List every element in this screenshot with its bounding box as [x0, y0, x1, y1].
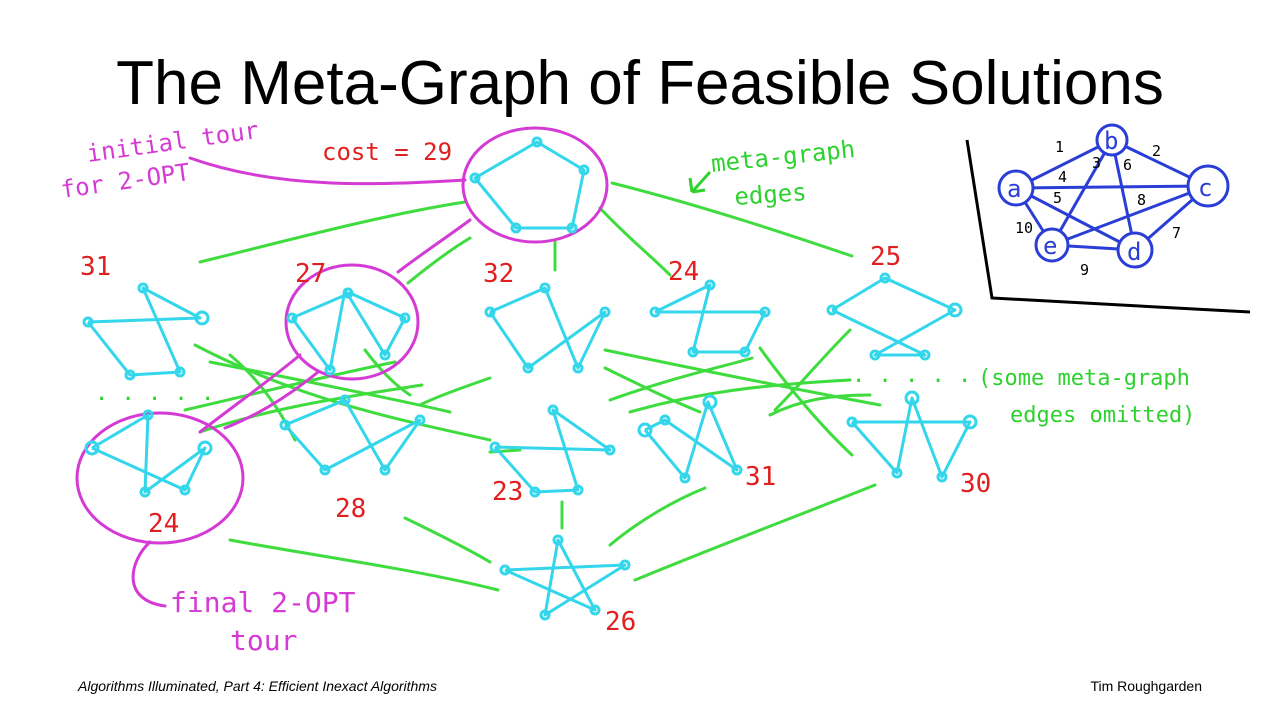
meta-edge: [768, 393, 872, 417]
path-link: [198, 353, 302, 434]
tours: [82, 136, 978, 621]
meta-graph-edges: [183, 181, 882, 592]
vertex-e: [1034, 227, 1070, 263]
tour-cost-label: 25: [870, 242, 901, 272]
vertex-label: d: [1127, 238, 1141, 266]
edge-weight: 3: [1092, 154, 1101, 172]
meta-edge: [608, 356, 754, 402]
edge-weight: 10: [1015, 219, 1033, 237]
vertex-b: [1095, 123, 1129, 157]
path-link: [223, 370, 320, 430]
inset-labels: a b c d e 1 2 3 4 5 6 7 8 9 10: [1007, 127, 1212, 279]
final-tour-pointer: [131, 540, 167, 608]
meta-edge: [633, 483, 877, 582]
vertex-a: [997, 169, 1035, 207]
meta-edge: [363, 348, 412, 397]
meta-edge: [608, 486, 707, 547]
footer-author: Tim Roughgarden: [1090, 678, 1202, 694]
tour-cost-label: 28: [335, 494, 366, 524]
meta-edge: [628, 378, 852, 414]
cost-label: cost = 29: [322, 138, 452, 166]
initial-tour-line2: for 2-OPT: [59, 158, 192, 204]
meta-edge: [403, 516, 492, 564]
vertex-label: a: [1007, 175, 1021, 203]
highlight-initial-tour: [461, 126, 609, 244]
meta-edge: [198, 383, 424, 434]
path-link: [396, 218, 472, 274]
tour-cost-label: 23: [492, 477, 523, 507]
meta-edge: [198, 200, 467, 264]
tour-31: [82, 282, 210, 381]
tour-24-top: [649, 279, 771, 358]
tour-initial: [469, 136, 590, 234]
slide-title: The Meta-Graph of Feasible Solutions: [116, 49, 1164, 118]
meta-edge: [773, 328, 852, 412]
meta-edge: [598, 206, 672, 277]
meta-edge: [228, 538, 500, 592]
meta-edge: [603, 348, 882, 407]
edge-weight: 1: [1055, 138, 1064, 156]
final-dots: . . . . .: [95, 381, 214, 406]
tour-26: [499, 534, 631, 621]
meta-edge: [610, 181, 854, 258]
tour-cost-label: 27: [295, 259, 326, 289]
search-path: [75, 126, 609, 608]
tour-cost-label: 31: [745, 462, 776, 492]
edge-weight: 7: [1172, 224, 1181, 242]
tour-31-mid: [637, 394, 743, 484]
edge-weight: 2: [1152, 142, 1161, 160]
final-tour-line2: tour: [230, 624, 297, 657]
vertex-label: b: [1104, 127, 1118, 155]
tour-cost-label: 24: [148, 509, 179, 539]
tour-costs: cost = 29 31 27 32 24 25 24 28 23 31 30 …: [80, 138, 991, 637]
vertex-label: c: [1198, 174, 1212, 202]
meta-edge: [603, 366, 702, 414]
edge-weight: 5: [1053, 189, 1062, 207]
inset-graph: [965, 123, 1251, 314]
meta-edge: [758, 346, 854, 457]
tour-cost-label: 24: [668, 257, 699, 287]
meta-edge: [183, 360, 397, 412]
tour-27: [286, 287, 411, 376]
meta-edges-line2: edges: [733, 178, 807, 211]
omitted-line1: (some meta-graph: [978, 366, 1190, 391]
tour-24-final: [84, 409, 213, 498]
tour-25: [826, 272, 963, 361]
tour-28: [279, 394, 426, 476]
tour-30: [846, 390, 978, 483]
initial-tour-pointer: [188, 156, 467, 186]
tour-cost-label: 26: [605, 607, 636, 637]
green-annotations: meta-graph edges (some meta-graph edges …: [95, 135, 1195, 428]
omitted-dots: . . . . .: [852, 363, 971, 388]
vertex-c: [1186, 164, 1230, 208]
final-tour-line1: final 2-OPT: [170, 586, 356, 619]
meta-edge: [418, 376, 492, 407]
edge-weight: 4: [1058, 168, 1067, 186]
edge-weight: 8: [1137, 191, 1146, 209]
inset-axes: [965, 139, 1251, 314]
footer-book-title: Algorithms Illuminated, Part 4: Efficien…: [78, 678, 437, 694]
tour-cost-label: 30: [960, 469, 991, 499]
tour-cost-label: 31: [80, 252, 111, 282]
edge-weight: 9: [1080, 261, 1089, 279]
meta-edges-arrow: [688, 170, 712, 194]
highlight-tour-27: [284, 263, 420, 381]
tour-32: [484, 282, 611, 374]
vertex-d: [1116, 231, 1154, 269]
vertex-label: e: [1043, 232, 1057, 260]
tour-cost-label: 32: [483, 259, 514, 289]
omitted-line2: edges omitted): [1010, 403, 1195, 428]
edge-weight: 6: [1123, 156, 1132, 174]
tour-23: [489, 404, 616, 498]
meta-edges-line1: meta-graph: [710, 135, 857, 178]
highlight-final-tour: [75, 411, 245, 545]
meta-edge: [406, 236, 472, 285]
